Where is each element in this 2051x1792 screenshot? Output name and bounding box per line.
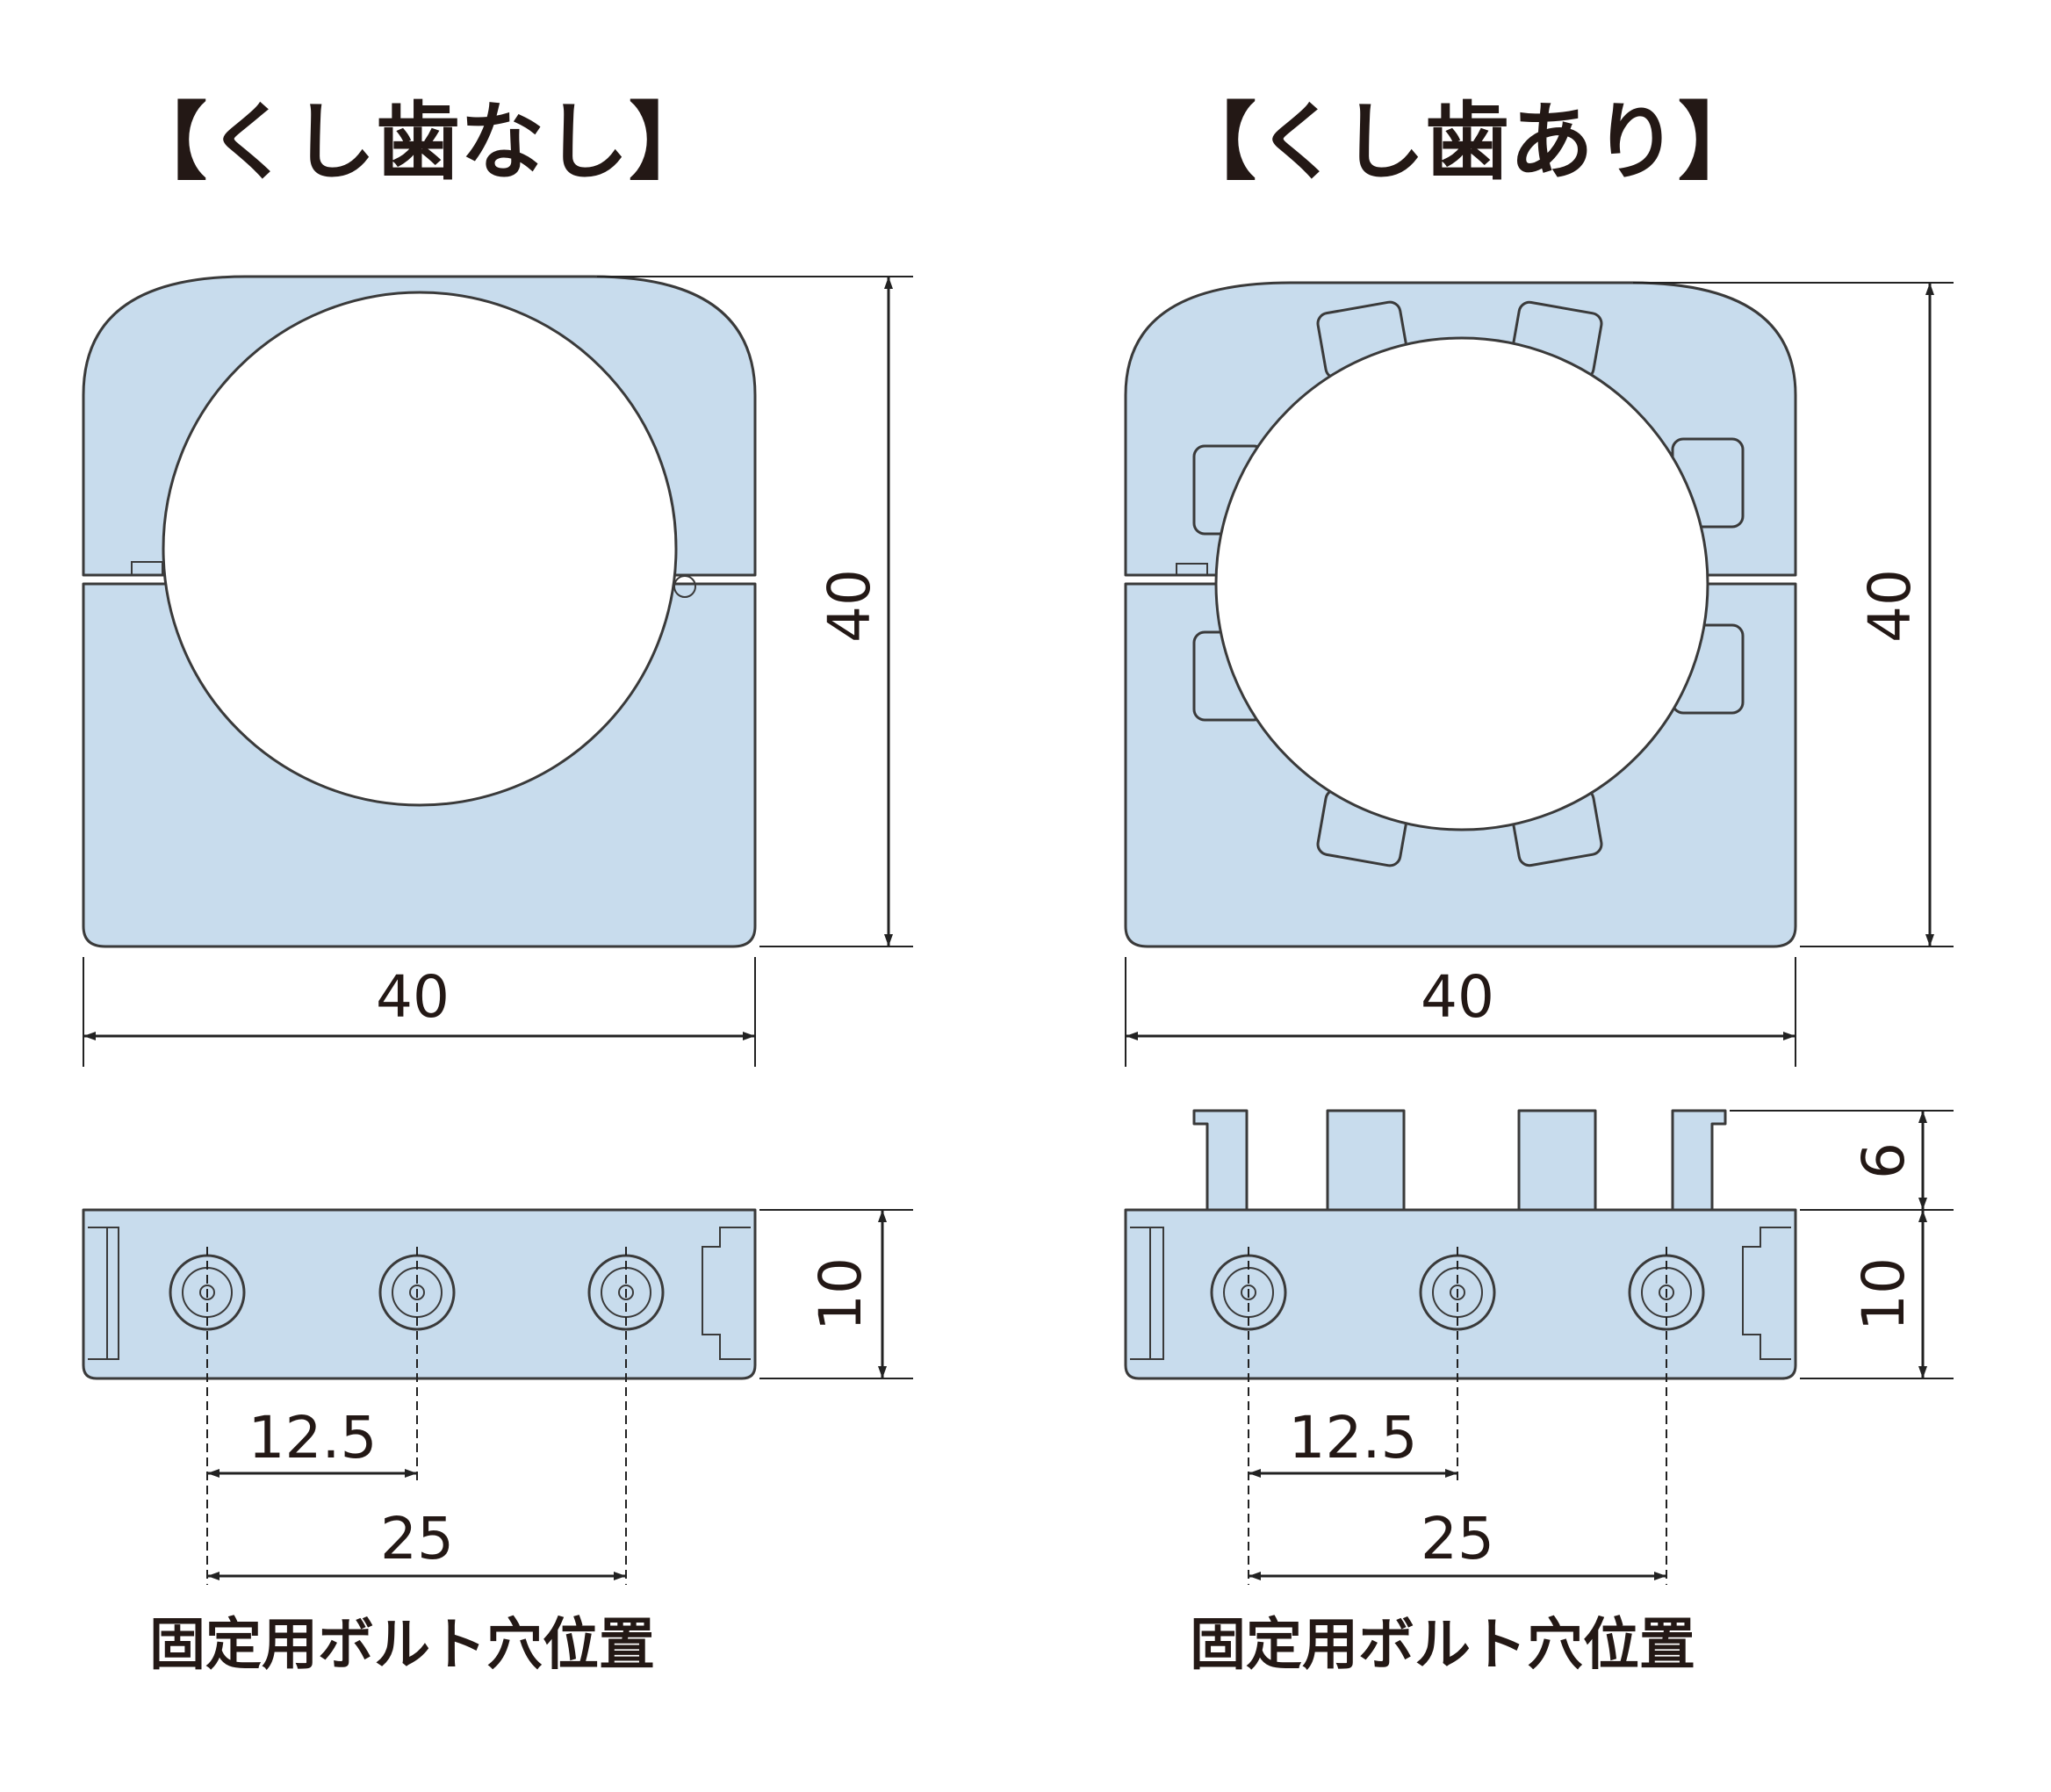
left-thickness-label: 10 [807,1257,874,1331]
left-height-dimension: 40 [597,276,913,947]
left-front-view [82,275,757,948]
right-teeth-dimension: 6 [1730,1110,1954,1211]
left-height-label: 40 [816,569,883,643]
left-side-view [82,1208,757,1585]
right-width-label: 40 [1421,963,1494,1031]
right-front-view [1124,281,1797,948]
left-width-label: 40 [376,963,450,1031]
right-caption: 固定用ボルト穴位置 [1190,1613,1695,1678]
right-height-label: 40 [1856,569,1924,643]
right-side-view [1124,1109,1797,1585]
right-height-dimension: 40 [1633,282,1954,947]
right-pitch-full-label: 25 [1421,1505,1494,1572]
left-pitch-dimensions: 12.5 25 [207,1404,626,1580]
right-title: 【くし歯あり】 [1172,93,1762,191]
left-pitch-half-label: 12.5 [248,1404,378,1472]
left-width-dimension: 40 [83,957,756,1067]
right-thickness-dimension: 10 [1800,1210,1954,1379]
right-pitch-dimensions: 12.5 25 [1249,1404,1666,1580]
right-pitch-half-label: 12.5 [1289,1404,1418,1472]
right-thickness-label: 10 [1850,1257,1918,1331]
left-caption: 固定用ボルト穴位置 [149,1613,655,1678]
right-width-dimension: 40 [1125,957,1796,1067]
left-thickness-dimension: 10 [759,1209,913,1379]
right-teeth-label: 6 [1850,1142,1918,1179]
left-title: 【くし歯なし】 [123,93,713,191]
left-pitch-full-label: 25 [380,1505,454,1572]
